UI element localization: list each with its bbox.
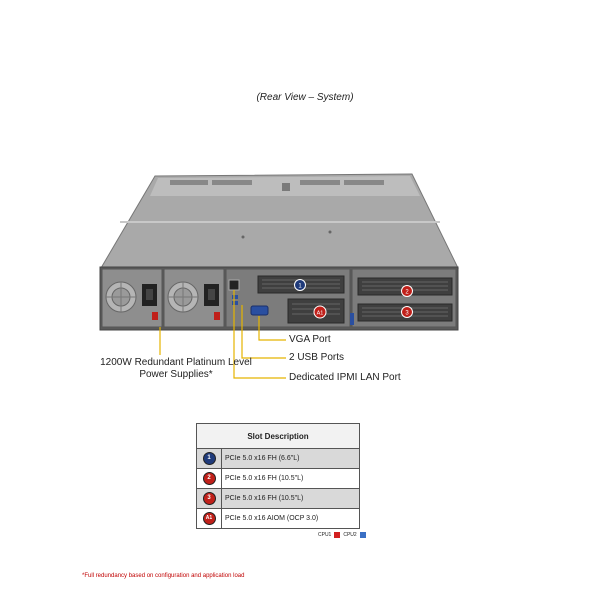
slot-description: PCIe 5.0 x16 FH (10.5"L) xyxy=(221,468,360,489)
slot-badge: 3 xyxy=(202,492,216,505)
svg-text:2: 2 xyxy=(405,290,409,296)
slot-description: PCIe 5.0 x16 FH (10.5"L) xyxy=(221,488,360,509)
callout-lines xyxy=(159,290,286,379)
slot-marker-1: 1 xyxy=(294,279,306,291)
slot-badge: A1 xyxy=(202,512,216,525)
table-header: Slot Description xyxy=(196,423,360,449)
cpu1-swatch xyxy=(334,532,341,538)
caption: (Rear View – System) xyxy=(256,92,354,103)
slot-description: PCIe 5.0 x16 AIOM (OCP 3.0) xyxy=(221,508,360,529)
power-supply-2 xyxy=(163,268,225,328)
psu-label: 1200W Redundant Platinum Level Power Sup… xyxy=(100,357,252,380)
cpu1-legend-label: CPU1 xyxy=(318,532,332,538)
cpu2-legend-label: CPU2 xyxy=(343,532,357,538)
slot-description-table: Slot Description 1 PCIe 5.0 x16 FH (6.6"… xyxy=(196,423,360,529)
usb-port-1 xyxy=(232,295,238,299)
table-row: 1 PCIe 5.0 x16 FH (6.6"L) xyxy=(196,448,360,469)
table-row: A1 PCIe 5.0 x16 AIOM (OCP 3.0) xyxy=(196,508,360,529)
svg-text:A1: A1 xyxy=(317,311,324,317)
cpu-legend: CPU1 CPU2 xyxy=(318,532,366,538)
cpu2-swatch xyxy=(359,532,366,538)
usb-ports-label: 2 USB Ports xyxy=(289,352,345,363)
vga-port-label: VGA Port xyxy=(289,334,331,345)
ipmi-lan-label: Dedicated IPMI LAN Port xyxy=(289,372,401,383)
ipmi-lan-port xyxy=(228,279,240,291)
usb-port-2 xyxy=(232,301,238,305)
vga-port xyxy=(250,305,269,316)
table-row: 2 PCIe 5.0 x16 FH (10.5"L) xyxy=(196,468,360,489)
footnote: *Full redundancy based on configuration … xyxy=(82,573,245,579)
slot-marker-a1: A1 xyxy=(313,305,327,319)
slot-description: PCIe 5.0 x16 FH (6.6"L) xyxy=(221,448,360,469)
table-row: 3 PCIe 5.0 x16 FH (10.5"L) xyxy=(196,488,360,509)
svg-text:1: 1 xyxy=(298,284,302,290)
power-supply-1 xyxy=(101,268,163,328)
slot-marker-2: 2 xyxy=(401,285,413,297)
slot-badge: 2 xyxy=(202,472,216,485)
svg-text:3: 3 xyxy=(405,311,409,317)
slot-marker-3: 3 xyxy=(401,306,413,318)
slot-badge: 1 xyxy=(202,452,216,465)
